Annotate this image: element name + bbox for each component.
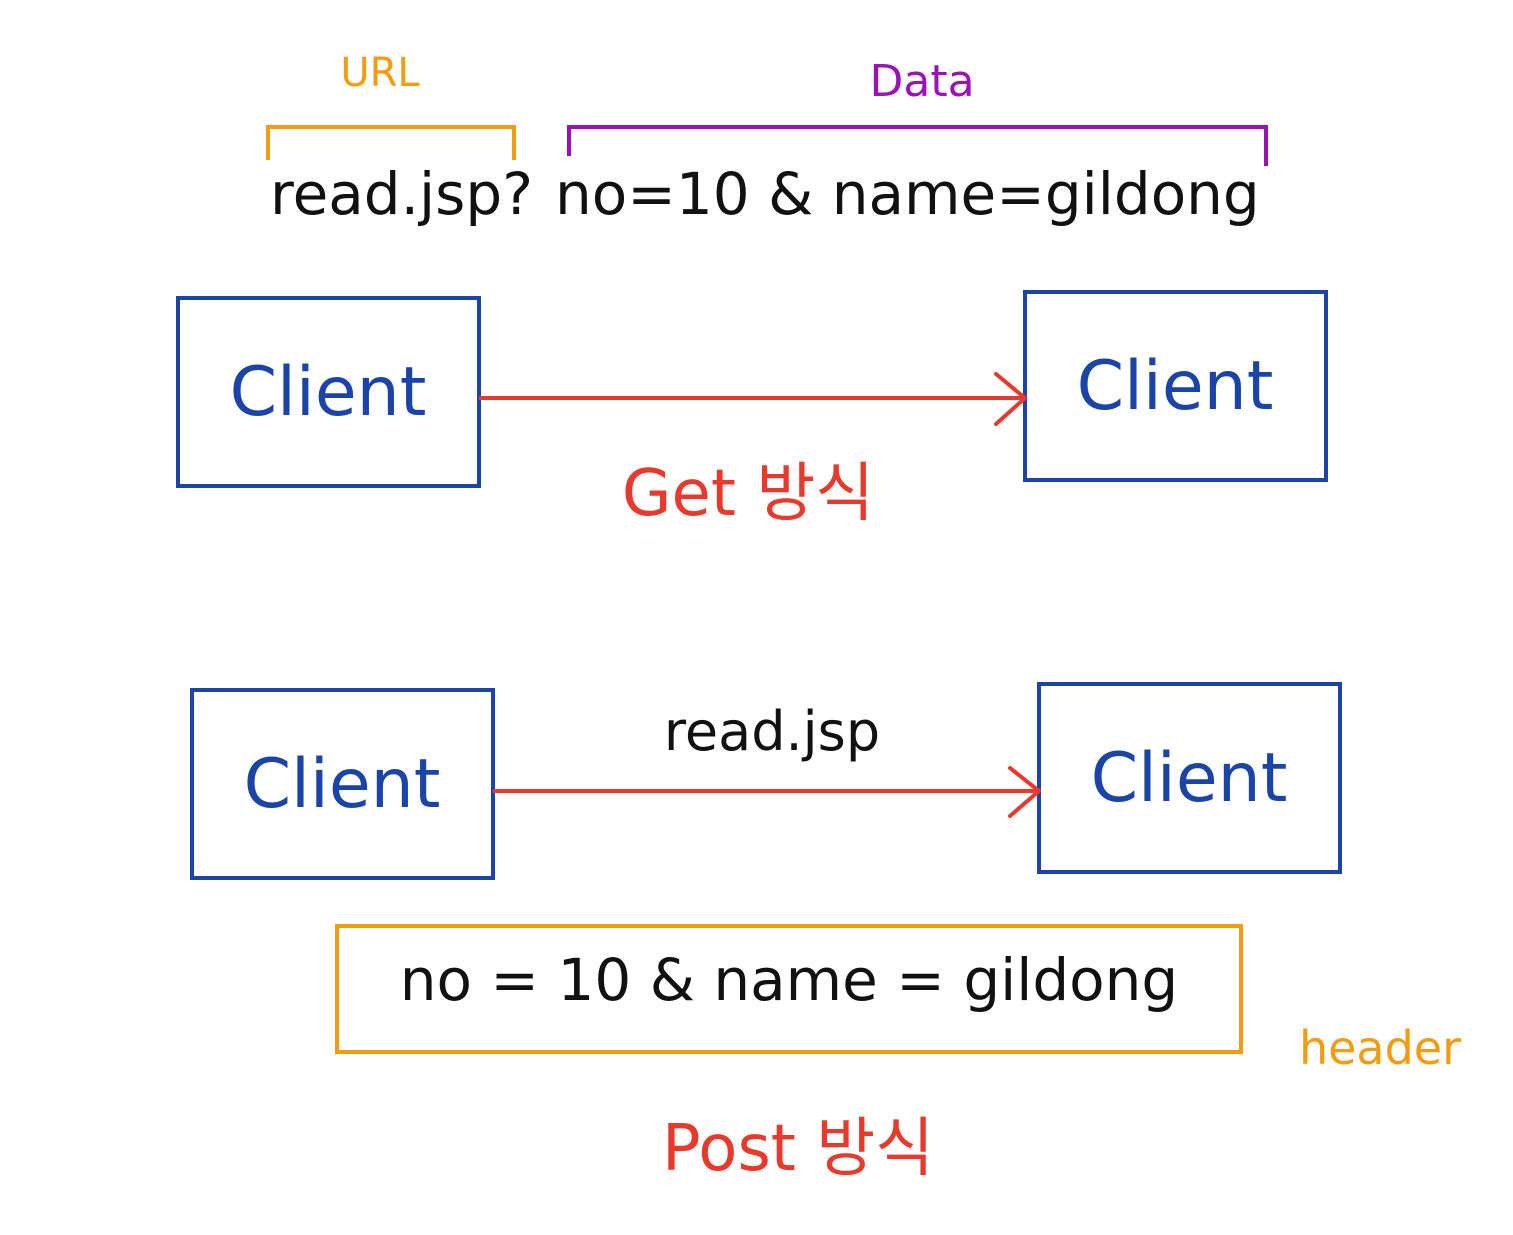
- get-right-client-box: [1023, 290, 1328, 482]
- post-left-client-box: [190, 688, 495, 880]
- get-arrow-head: [994, 372, 1027, 426]
- get-right-client-label: Client: [1077, 347, 1274, 426]
- get-url-text: read.jsp?: [270, 160, 533, 228]
- post-body-box: [335, 924, 1243, 1054]
- data-label: Data: [869, 56, 974, 107]
- get-left-client-label: Client: [230, 353, 427, 432]
- post-right-client-box: [1037, 682, 1342, 874]
- url-label: URL: [340, 50, 420, 96]
- get-data-text: no=10 & name=gildong: [555, 160, 1260, 228]
- post-right-client-label: Client: [1091, 739, 1288, 818]
- get-left-client-box: [176, 296, 481, 488]
- post-url-label: read.jsp: [664, 700, 880, 763]
- header-label: header: [1299, 1021, 1461, 1075]
- data-bracket: [567, 125, 1268, 166]
- post-method-label: Post 방식: [662, 1112, 934, 1186]
- url-bracket: [266, 125, 516, 160]
- post-body-text: no = 10 & name = gildong: [400, 946, 1179, 1014]
- post-arrow-head: [1008, 766, 1041, 818]
- post-left-client-label: Client: [244, 745, 441, 824]
- get-method-label: Get 방식: [622, 457, 874, 531]
